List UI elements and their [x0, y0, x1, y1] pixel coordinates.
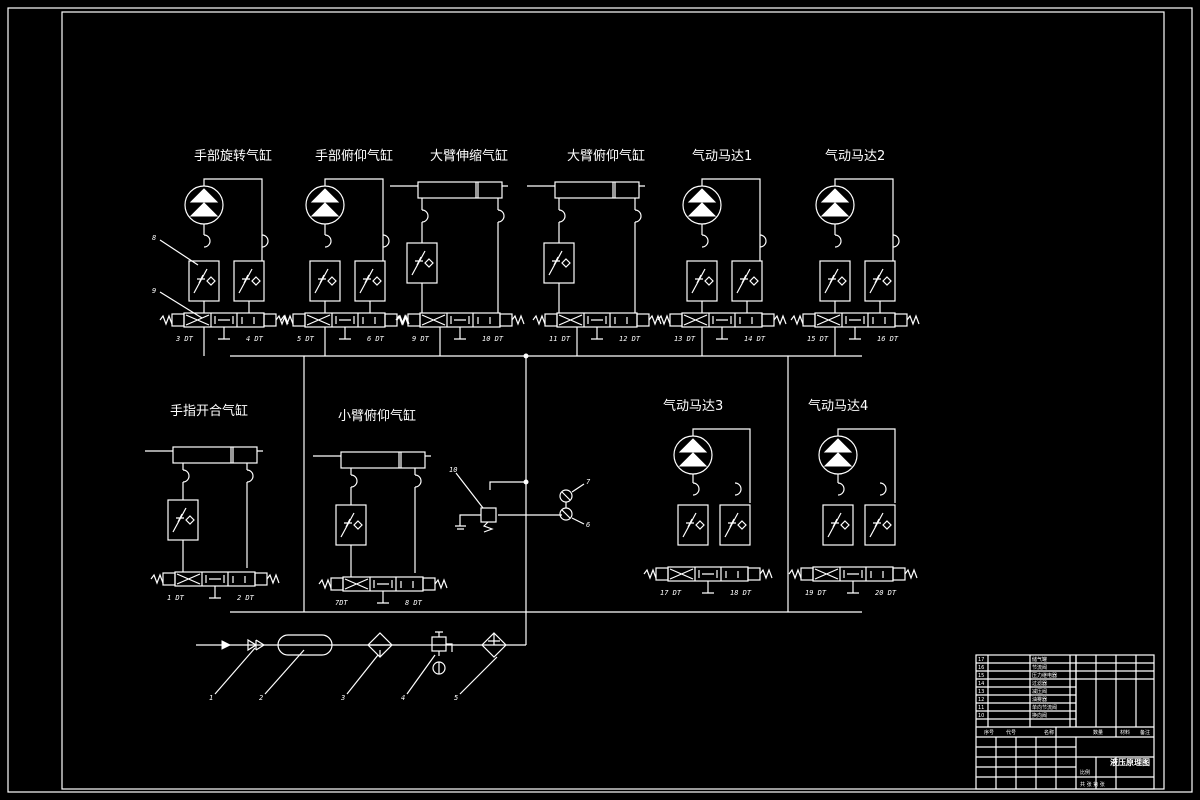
actuator-unit-motor_2: 气动马达2 15 DT 16 DT — [790, 148, 920, 356]
title-block — [975, 654, 1155, 790]
svg-text:换向阀: 换向阀 — [1032, 712, 1047, 719]
svg-text:压力继电器: 压力继电器 — [1032, 672, 1057, 679]
manifold-lines — [196, 355, 862, 646]
title-header-code: 代号 — [1006, 729, 1016, 736]
svg-text:过滤器: 过滤器 — [1032, 680, 1047, 687]
coil-label-right: 16 DT — [877, 335, 899, 343]
title-header-note: 备注 — [1140, 729, 1150, 736]
title-block-rows: 17 储气罐 16 节流阀 15 压力继电器 14 过滤器 13 减压阀 12 油雾器 11… — [978, 656, 1057, 719]
svg-text:节流阀: 节流阀 — [1032, 664, 1047, 671]
coil-label-left: 19 DT — [805, 589, 827, 597]
actuator-unit-motor_4: 气动马达4 19 DT 20 DT — [788, 398, 918, 597]
actuator-title: 大臂俯仰气缸 — [567, 148, 645, 164]
svg-text:17: 17 — [978, 657, 984, 663]
actuator-title: 手指开合气缸 — [170, 403, 248, 419]
actuator-unit-finger: 手指开合气缸 1 DT 2 DT — [145, 403, 280, 602]
svg-text:16: 16 — [978, 665, 984, 671]
coil-label-right: 20 DT — [875, 589, 897, 597]
coil-label-left: 7DT — [335, 599, 348, 607]
coil-label-right: 10 DT — [482, 335, 504, 343]
pressure-regulator-icon — [431, 631, 453, 675]
coil-label-left: 15 DT — [807, 335, 829, 343]
actuator-title: 气动马达3 — [663, 398, 723, 414]
actuator-title: 手部俯仰气缸 — [315, 148, 393, 164]
inner-frame — [61, 11, 1165, 790]
actuator-title: 气动马达4 — [808, 398, 868, 414]
junction-dot — [523, 479, 529, 485]
svg-text:13: 13 — [978, 689, 984, 695]
title-sheet-label: 共 张 第 张 — [1080, 781, 1105, 788]
junction-dot — [523, 353, 529, 359]
outer-frame — [7, 7, 1193, 793]
coil-label-right: 4 DT — [246, 335, 264, 343]
svg-text:12: 12 — [978, 697, 984, 703]
actuator-unit-arm_extend: 大臂伸缩气缸 9 DT 10 DT — [390, 148, 525, 356]
svg-text:减压阀: 减压阀 — [1032, 688, 1047, 695]
actuator-title: 大臂伸缩气缸 — [430, 148, 508, 164]
title-header-seq: 序号 — [984, 729, 994, 736]
actuator-title: 手部旋转气缸 — [194, 148, 272, 164]
coil-label-right: 18 DT — [730, 589, 752, 597]
coil-label-left: 9 DT — [412, 335, 430, 343]
svg-text:14: 14 — [978, 681, 984, 687]
callout-2: 2 — [259, 694, 263, 702]
svg-text:10: 10 — [978, 713, 984, 719]
actuator-unit-forearm: 小臂俯仰气缸 7DT 8 DT — [313, 408, 448, 607]
svg-text:15: 15 — [978, 673, 984, 679]
coil-label-right: 12 DT — [619, 335, 641, 343]
air-receiver — [277, 634, 333, 656]
actuator-unit-motor_3: 气动马达3 17 DT 18 DT — [643, 398, 773, 597]
actuator-title: 小臂俯仰气缸 — [338, 408, 416, 424]
callout-leaders — [159, 239, 585, 695]
actuator-unit-arm_pitch: 大臂俯仰气缸 11 DT 12 DT — [527, 148, 662, 356]
coil-label-left: 17 DT — [660, 589, 682, 597]
callout-6: 6 — [586, 521, 590, 529]
callout-5: 5 — [454, 694, 458, 702]
title-scale-label: 比例 — [1080, 769, 1090, 776]
drawing-title: 液压原理图 — [1110, 757, 1150, 767]
coil-label-left: 5 DT — [297, 335, 315, 343]
svg-text:油雾器: 油雾器 — [1032, 696, 1047, 703]
svg-text:11: 11 — [978, 705, 984, 711]
callout-3: 3 — [340, 694, 345, 702]
callout-1: 1 — [209, 694, 213, 702]
coil-label-left: 11 DT — [549, 335, 571, 343]
actuator-unit-motor_1: 气动马达1 13 DT 14 DT — [657, 148, 787, 356]
inlet-arrow — [221, 640, 232, 650]
svg-text:单向节流阀: 单向节流阀 — [1032, 704, 1057, 711]
coil-label-left: 1 DT — [167, 594, 185, 602]
callout-9: 9 — [152, 287, 156, 295]
callout-10: 10 — [449, 466, 457, 474]
lubricator-icon — [481, 632, 507, 658]
actuator-unit-hand_rotate: 手部旋转气缸 3 DT 4 DT — [159, 148, 289, 356]
pressure-switch-group — [455, 489, 573, 533]
title-header-material: 材料 — [1120, 729, 1130, 736]
coil-label-right: 6 DT — [367, 335, 385, 343]
coil-label-right: 8 DT — [405, 599, 423, 607]
coil-label-right: 14 DT — [744, 335, 766, 343]
actuator-unit-hand_pitch: 手部俯仰气缸 5 DT 6 DT — [280, 148, 410, 356]
pressure-switch — [480, 507, 497, 523]
svg-text:储气罐: 储气罐 — [1032, 656, 1047, 663]
callout-4: 4 — [401, 694, 405, 702]
title-header-qty: 数量 — [1093, 729, 1103, 736]
coil-label-left: 13 DT — [674, 335, 696, 343]
check-valve-icon — [247, 638, 266, 652]
actuator-title: 气动马达2 — [825, 148, 885, 164]
coil-label-right: 2 DT — [237, 594, 255, 602]
actuator-title: 气动马达1 — [692, 148, 752, 164]
title-header-name: 名称 — [1044, 729, 1054, 736]
actuator-units: 手部旋转气缸 3 DT 4 DT 手部俯仰气缸 5 DT 6 DT 大臂伸缩气缸 9 DT 10… — [145, 148, 920, 607]
callout-7: 7 — [586, 478, 591, 486]
coil-label-left: 3 DT — [175, 335, 194, 343]
callout-8: 8 — [152, 234, 156, 242]
filter-icon — [367, 632, 393, 658]
air-supply-chain — [221, 631, 507, 675]
